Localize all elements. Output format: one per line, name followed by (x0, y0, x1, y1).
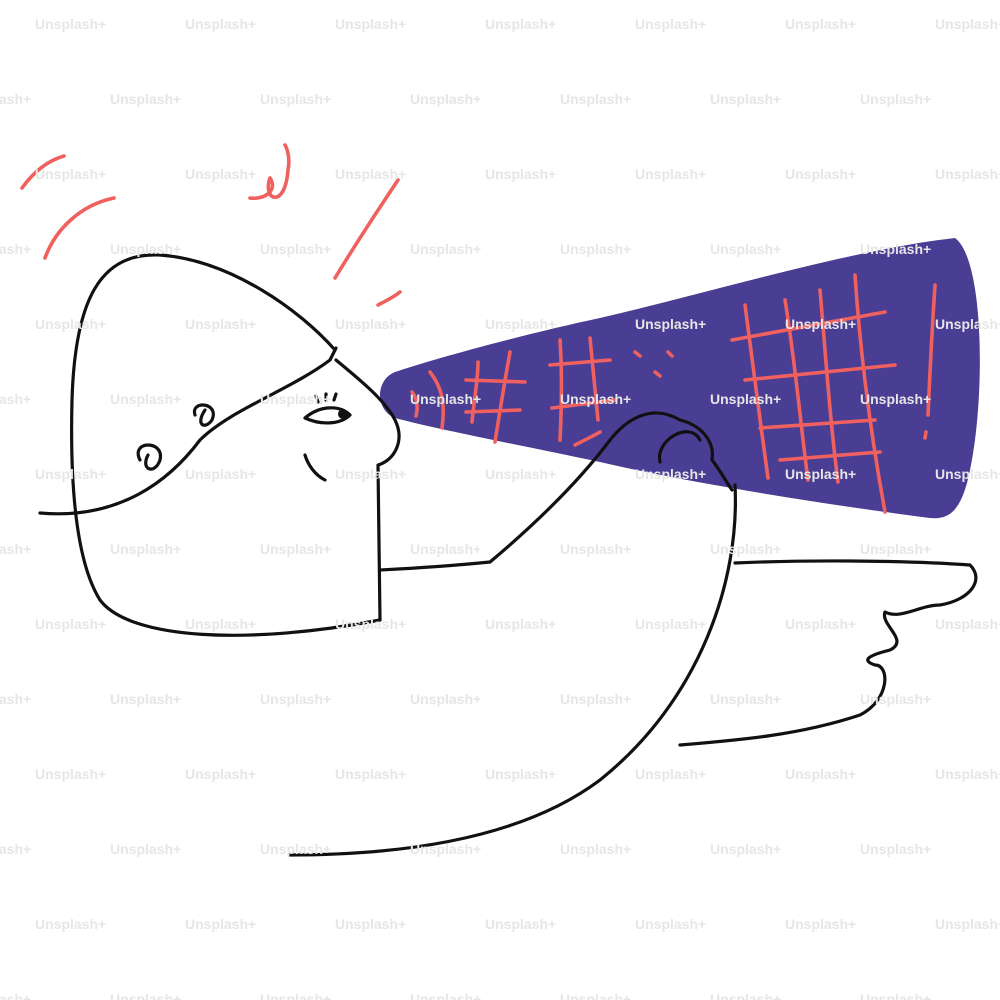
body (288, 483, 738, 857)
eye (303, 406, 352, 425)
wing (678, 559, 978, 747)
nose-face (334, 358, 401, 622)
arm (378, 411, 734, 572)
head (70, 253, 382, 637)
sound-lines (20, 143, 402, 307)
pupil (338, 409, 348, 419)
person-figure (38, 253, 978, 857)
megaphone-scribbles (410, 273, 937, 514)
megaphone (380, 238, 980, 519)
mouth (303, 453, 327, 482)
hair (38, 346, 338, 516)
